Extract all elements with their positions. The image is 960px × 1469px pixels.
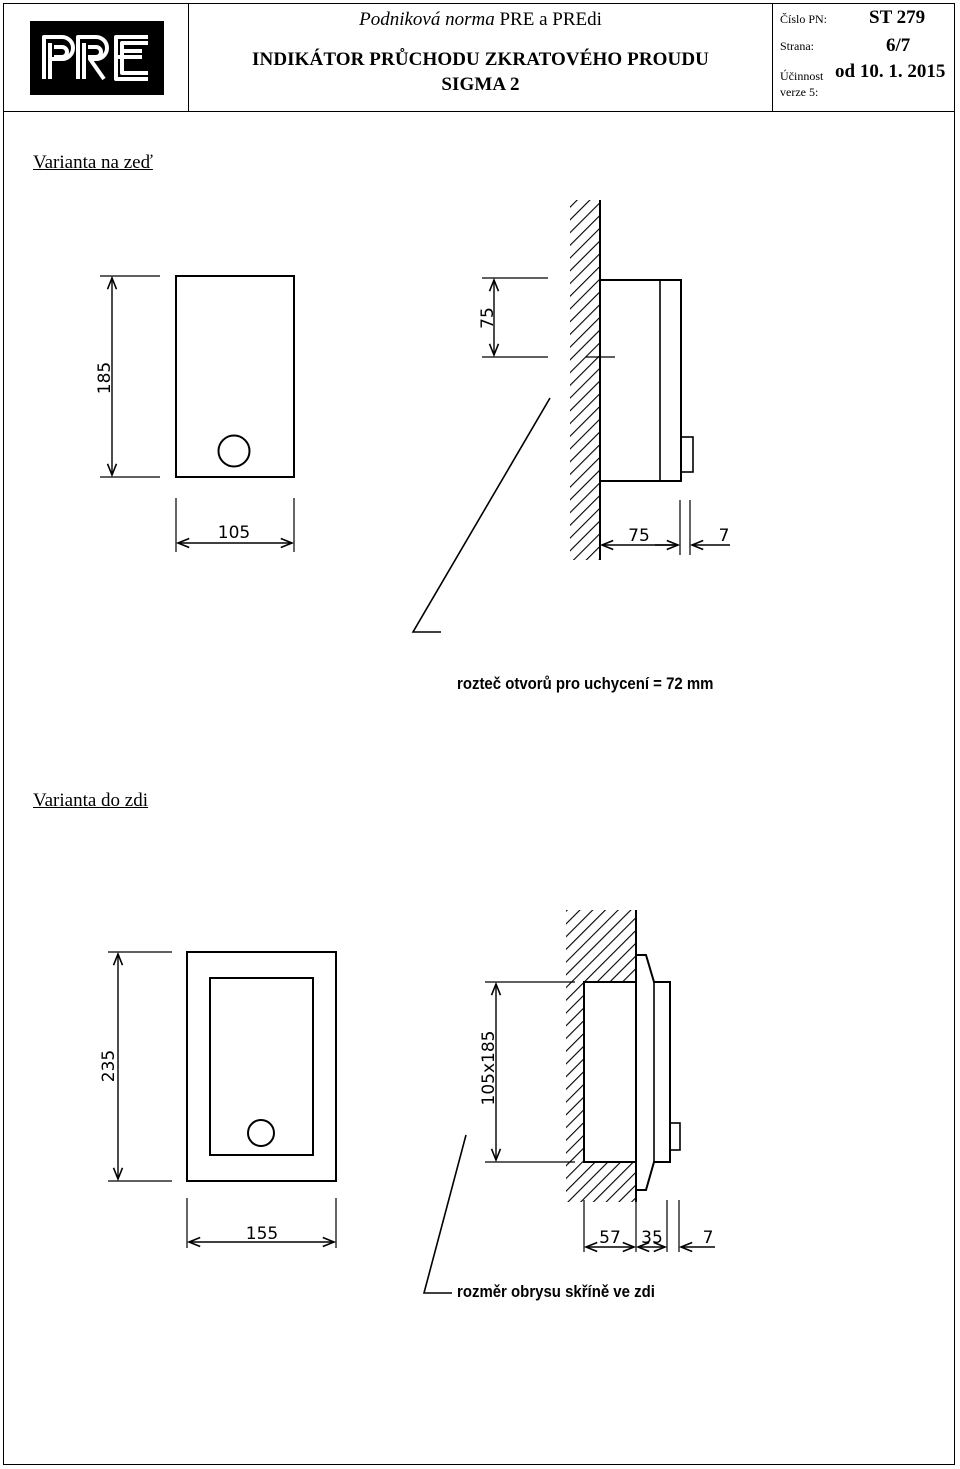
dim-label-155: 155 <box>246 1224 278 1244</box>
standard-line: Podniková norma PRE a PREdi <box>189 9 772 31</box>
logo-cell <box>3 3 189 111</box>
front-view-flush-mount <box>108 951 337 1248</box>
page-label: Strana: <box>780 39 814 53</box>
front-view-wall-mount <box>100 275 295 552</box>
side-cap <box>680 436 694 473</box>
dim-label-57: 57 <box>599 1228 621 1248</box>
section-heading-wall-mount: Varianta na zeď <box>33 152 153 173</box>
standard-italic: Podniková norma <box>359 9 495 30</box>
title-cell: Podniková norma PRE a PREdi INDIKÁTOR PR… <box>189 3 773 111</box>
doc-number-value: ST 279 <box>869 7 926 28</box>
document-title-line1: INDIKÁTOR PRŮCHODU ZKRATOVÉHO PROUDU <box>252 49 709 70</box>
standard-name: PRE a PREdi <box>499 9 602 30</box>
validity-value: od 10. 1. 2015 <box>835 61 946 82</box>
dim-label-235: 235 <box>99 1050 119 1082</box>
device-frame-outline <box>186 951 337 1182</box>
side-view-flush-mount <box>422 910 715 1294</box>
dim-label-7-b: 7 <box>703 1228 714 1248</box>
version-label: verze 5: <box>780 85 819 99</box>
dim-label-185: 185 <box>95 362 115 394</box>
pre-logo <box>30 21 164 95</box>
device-body-outline <box>209 977 314 1156</box>
recess-outline <box>583 981 637 1163</box>
device-side-outline <box>599 279 682 482</box>
dim-label-75-offset: 75 <box>478 307 498 329</box>
header-divider <box>3 111 955 112</box>
indicator-lamp-circle-2 <box>247 1119 275 1147</box>
device-front-outline <box>175 275 295 478</box>
page-frame <box>3 3 955 1465</box>
note-recess-outline: rozměr obrysu skříně ve zdi <box>457 1282 655 1301</box>
dim-label-105: 105 <box>218 523 250 543</box>
leader-line-note2 <box>422 1134 467 1294</box>
dim-label-7: 7 <box>719 526 730 546</box>
dim-label-105x185: 105x185 <box>479 1031 499 1106</box>
doc-number-label: Číslo PN: <box>780 12 828 26</box>
dim-label-75-depth: 75 <box>628 526 650 546</box>
meta-cell: Číslo PN: ST 279 Strana: 6/7 Účinnost ve… <box>773 3 955 111</box>
wall-hatching <box>570 200 600 560</box>
dim-label-35: 35 <box>641 1228 663 1248</box>
document-title-line2: SIGMA 2 <box>441 74 520 95</box>
side-view-wall-mount <box>411 200 730 633</box>
page-value: 6/7 <box>886 35 911 56</box>
document-header: Podniková norma PRE a PREdi INDIKÁTOR PR… <box>3 3 955 112</box>
validity-label: Účinnost <box>780 69 824 83</box>
side-cap-2 <box>669 1122 681 1151</box>
device-bezel-outline <box>636 954 671 1191</box>
leader-line-note1 <box>411 397 551 633</box>
section-heading-flush-mount: Varianta do zdi <box>33 790 149 811</box>
indicator-lamp-circle <box>217 434 251 468</box>
note-mounting-holes: rozteč otvorů pro uchycení = 72 mm <box>457 674 714 693</box>
